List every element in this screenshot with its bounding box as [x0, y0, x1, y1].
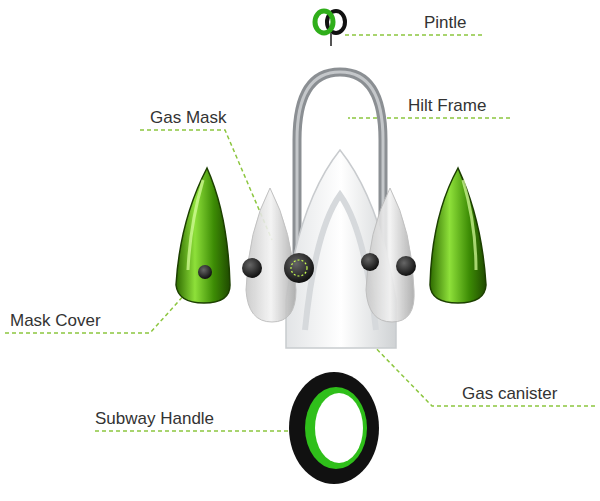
canister-cap: [198, 265, 212, 279]
gas-canister: [284, 253, 314, 283]
part-label: Gas Mask: [150, 108, 227, 128]
leader-line: [348, 117, 510, 119]
canister-cap: [242, 258, 262, 278]
canister-cap: [361, 253, 379, 271]
mask-cover: [176, 168, 230, 303]
part-label: Gas canister: [462, 384, 557, 404]
subway-handle: [289, 372, 379, 484]
part-label: Subway Handle: [95, 409, 214, 429]
leader-line: [95, 430, 292, 432]
leader-line: [345, 34, 482, 36]
gas-mask: [246, 188, 296, 322]
canister-cap: [396, 256, 416, 276]
leader-line: [5, 272, 205, 333]
part-label: Hilt Frame: [408, 96, 486, 116]
leader-lines: [5, 35, 595, 431]
part-label: Pintle: [424, 13, 467, 33]
pintle-part: [315, 11, 345, 46]
part-label: Mask Cover: [10, 311, 101, 331]
mask-cover: [430, 168, 486, 303]
cover-highlight: [188, 180, 203, 270]
canister-marker: [291, 260, 307, 276]
cover-highlight: [463, 180, 476, 270]
